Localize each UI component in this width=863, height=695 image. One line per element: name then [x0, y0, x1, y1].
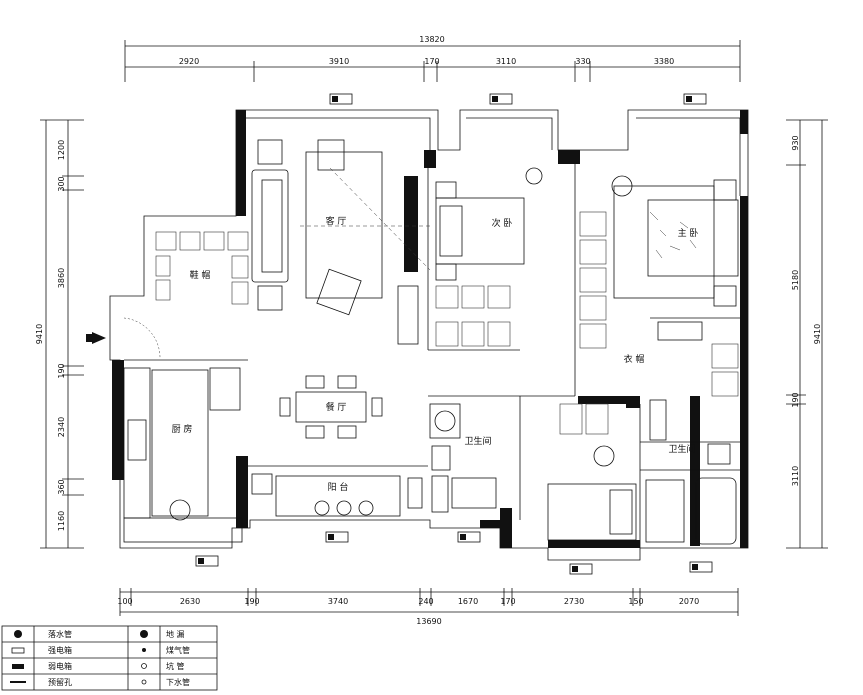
- dining-furniture: [279, 375, 383, 439]
- shoe-cabinet-tiles: [155, 231, 249, 305]
- top-dimension-lines: [124, 40, 741, 82]
- bottom-dim-2: 2630: [180, 597, 200, 606]
- left-total-dim: 9410: [35, 324, 44, 344]
- legend-drain-pipe: 落水管: [48, 629, 72, 639]
- room-label-bathroom-1: 卫生间: [464, 435, 491, 447]
- bottom-dim-7: 170: [500, 597, 515, 606]
- bottom-dim-6: 1670: [458, 597, 478, 606]
- right-dimension-lines: [786, 119, 828, 549]
- kitchen-furniture: [123, 367, 243, 543]
- drain-pipe-icon: [14, 630, 22, 638]
- top-dim-1: 2920: [179, 57, 199, 66]
- wardrobe-tiles: [579, 211, 739, 397]
- sewer-pipe-icon: [141, 679, 147, 685]
- left-dim-4: 190: [57, 363, 66, 378]
- room-label-kitchen: 厨 房: [172, 423, 193, 435]
- room-label-living: 客 厅: [326, 215, 347, 227]
- power-box-icon: [11, 647, 25, 654]
- bottom-dim-4: 3740: [328, 597, 348, 606]
- room-label-dining: 餐 厅: [326, 401, 347, 413]
- right-dim-4: 3110: [791, 466, 800, 486]
- top-dim-3: 170: [424, 57, 439, 66]
- bathroom-1-fixtures: [429, 403, 497, 513]
- left-dim-7: 1160: [57, 511, 66, 531]
- floor-drain-icon: [140, 630, 148, 638]
- left-dim-6: 360: [57, 479, 66, 494]
- bottom-dim-9: 150: [628, 597, 643, 606]
- room-label-balcony: 阳 台: [328, 481, 349, 493]
- gas-pipe-icon: [142, 648, 146, 652]
- right-dim-2: 5180: [791, 270, 800, 290]
- bottom-dim-8: 2730: [564, 597, 584, 606]
- bottom-dim-3: 190: [244, 597, 259, 606]
- balcony-furniture: [251, 473, 423, 517]
- bottom-dimension-lines: [119, 588, 739, 616]
- room-label-master-bedroom: 主 卧: [678, 227, 699, 239]
- legend-power-box: 强电箱: [48, 645, 72, 655]
- top-total-dim: 13820: [419, 35, 444, 44]
- legend-table: [1, 625, 218, 691]
- bottom-total-dim: 13690: [416, 617, 441, 626]
- left-dim-3: 3860: [57, 268, 66, 288]
- bottom-dim-5: 240: [418, 597, 433, 606]
- room-label-second-bedroom: 次 卧: [492, 217, 513, 229]
- right-dim-3: 190: [791, 392, 800, 407]
- master-bedroom-furniture: [611, 175, 739, 307]
- left-dim-1: 1200: [57, 140, 66, 160]
- right-dim-1: 930: [791, 135, 800, 150]
- interior-partitions: [124, 150, 740, 548]
- legend-floor-drain: 地 漏: [166, 629, 185, 639]
- pit-pipe-icon: [141, 663, 147, 669]
- left-dimension-lines: [40, 119, 84, 549]
- living-room-furniture: [251, 139, 431, 345]
- top-dim-5: 330: [575, 57, 590, 66]
- right-total-dim: 9410: [813, 324, 822, 344]
- bottom-dim-1: 100: [117, 597, 132, 606]
- bottom-dim-10: 2070: [679, 597, 699, 606]
- left-dim-2: 300: [57, 176, 66, 191]
- room-label-wardrobe: 衣 帽: [624, 353, 645, 365]
- window-tags: [195, 93, 713, 575]
- legend-weak-current-box: 弱电箱: [48, 661, 72, 671]
- second-bedroom-furniture: [435, 167, 543, 347]
- top-dim-6: 3380: [654, 57, 674, 66]
- top-dim-4: 3110: [496, 57, 516, 66]
- outer-walls: [109, 109, 749, 561]
- bathroom-2-fixtures: [645, 399, 737, 545]
- small-bedroom-furniture: [547, 403, 637, 541]
- top-dim-2: 3910: [329, 57, 349, 66]
- legend-pit-pipe: 坑 管: [166, 661, 185, 671]
- legend-symbols: [10, 630, 148, 685]
- room-label-bathroom-2: 卫生间: [668, 443, 695, 455]
- legend-reserved-hole: 预留孔: [48, 677, 72, 687]
- legend-gas-pipe: 煤气管: [166, 645, 190, 655]
- left-dim-5: 2340: [57, 417, 66, 437]
- weak-current-box-icon: [12, 664, 24, 669]
- room-label-shoe-cabinet: 鞋 帽: [190, 269, 211, 281]
- entry-door-swing: [123, 317, 161, 359]
- entry-arrow-icon: [92, 332, 106, 344]
- legend-sewer-pipe: 下水管: [166, 677, 190, 687]
